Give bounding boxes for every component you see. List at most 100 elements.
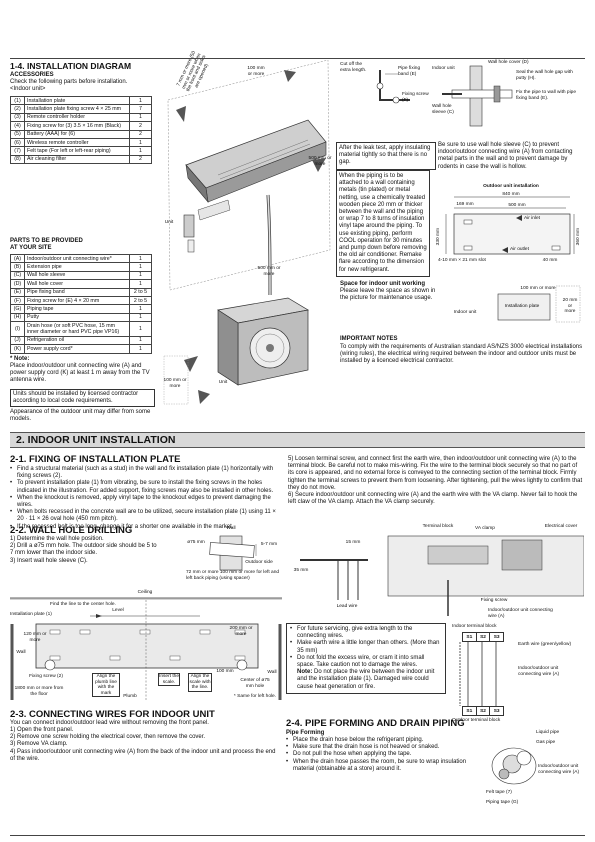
terminal-s3: S3 [493,635,500,640]
site-parts-heading-1: PARTS TO BE PROVIDED [10,238,83,244]
table-row: (4)Fixing screw for (3) 3.5 × 16 mm (Bla… [10,121,152,131]
table-cell-q: 2 to 5 [129,287,152,297]
right-steps: 5) Loosen terminal screw, and connect fi… [288,456,584,506]
diagram-unit: Unit [164,220,174,225]
indoor-unit-label: Indoor unit [432,66,455,71]
terminal-s1: S1 [463,633,477,641]
list-item: To prevent installation plate (1) from v… [10,480,282,494]
align-scale-label: Align the scale with the line. [188,673,212,692]
space-indoor-unit: Indoor unit [453,310,477,315]
list-item: For future servicing, give extra length … [290,626,442,640]
space-20mm: 20 mm or more [562,298,578,315]
list-item: 4) Pass indoor/outdoor unit connecting w… [10,748,276,762]
wall-sleeve-label: Wall hole sleeve (C) [432,104,454,115]
diagram-500mm: 500 mm or more [308,156,332,167]
cutoff-label: Cut off the extra length. [340,62,367,73]
list-item: 6) Secure indoor/outdoor unit connecting… [288,492,578,506]
bottom-rule [10,835,585,836]
diagram-unit-2: Unit [218,380,228,385]
table-cell-n: (1) [10,95,25,106]
table-cell-n: (H) [10,312,25,323]
diagram-500mm-b: 500 mm or more [257,266,281,277]
table-cell-q: 2 to 5 [129,295,152,306]
section-title-1-4: 1-4. INSTALLATION DIAGRAM [10,61,132,71]
d75-label: ø75 mm [187,540,205,545]
wall-right-label: Wall [267,670,277,675]
table-cell-label: Piping tape [24,304,130,314]
table-cell-q: 1 [129,335,152,346]
licensed-box: Units should be installed by licensed co… [10,389,155,408]
wall-hole-drawing: Wall ø75 mm 5-7 mm Outdoor side [180,526,280,572]
accessories-note: Check the following parts before install… [10,79,128,85]
table-cell-n: (4) [10,121,25,131]
table-cell-q: 1 [129,312,152,323]
important-notes-text: To comply with the requirements of Austr… [340,344,583,365]
table-cell-n: (2) [10,104,25,114]
wall-label: Wall [226,526,236,531]
table-cell-label: Pipe fixing band [24,287,130,297]
table-row: (5)Battery (AAA) for (6)2 [10,129,152,139]
table-cell-n: (I) [10,321,25,337]
pipe-band-label: Pipe fixing band (E) [398,66,421,77]
table-cell-q: 1 [129,253,152,264]
table-cell-n: (G) [10,304,25,314]
table-cell-label: Wireless remote controller [24,137,130,148]
table-cell-label: Battery (AAA) for (6) [24,129,130,139]
mm57-label: 5-7 mm [260,542,278,547]
s21-list: Find a structural material (such as a st… [10,466,282,531]
table-cell-label: Extension pipe [24,262,130,272]
table-cell-q: 1 [129,112,152,123]
dim-360: 360 mm [576,228,581,246]
appearance-note: Appearance of the outdoor unit may diffe… [10,409,151,423]
diagram-100mm-b: 100 mm or more [163,378,187,389]
table-cell-label: Fixing screw for (3) 3.5 × 16 mm (Black) [24,121,130,131]
table-cell-q: 2 [129,154,152,165]
table-cell-q: 2 [129,121,152,131]
wall-cover-label: Wall hole cover (D) [488,60,529,65]
wall-sleeve-detail: Indoor unit Wall hole sleeve (C) Wall ho… [432,60,582,140]
table-row: (K)Power supply cord*1 [10,344,152,354]
table-cell-label: Installation plate [24,95,130,106]
table-cell-n: (8) [10,154,25,165]
table-cell-q: 1 [129,262,152,272]
lead-wire-label: Lead wire [336,604,358,609]
table-cell-q: 1 [129,137,152,148]
gas-pipe-label: Gas pipe [536,740,556,745]
c1800-label: 1800 mm or more from the floor [14,686,64,697]
align-plumb-label: Align the plumb line with the mark [92,673,120,698]
elec-cover-label: Electrical cover [544,524,578,529]
felt-tape-label: Felt tape (7) [486,790,512,795]
insert-scale-label: Insert the scale. [158,673,180,687]
outdoor-tb-label: Outdoor terminal block [452,718,501,723]
table-cell-n: (7) [10,146,25,156]
table-cell-q: 1 [129,95,152,106]
space-drawing: 100 mm or more Indoor unit Installation … [448,282,584,324]
s24-list: Place the drain hose below the refrigera… [286,737,480,773]
s23-title: 2-3. CONNECTING WIRES FOR INDOOR UNIT [10,709,215,720]
list-item: Place the drain hose below the refrigera… [286,737,480,744]
table-cell-n: (E) [10,287,25,297]
list-item: Do not pull the hose when applying the t… [286,751,480,758]
pipe-conn-label: Indoor/outdoor unit connecting wire (A) [538,764,580,775]
list-item: When the knockout is removed, apply viny… [10,495,282,509]
s22-list: 1) Determine the wall hole position.2) D… [10,536,160,565]
outdoor-terminal-strip: S1 S2 S3 [462,706,504,716]
same-left-label: * Same for left hole. [233,694,277,699]
list-item: Make sure that the drain hose is not hea… [286,744,480,751]
table-cell-n: (J) [10,335,25,346]
after-leak-box: After the leak test, apply insulating ma… [336,142,436,170]
sleeve-note: Be sure to use wall hole sleeve (C) to p… [438,142,573,170]
table-cell-q: 2 [129,129,152,139]
find-stud-label: Find the line to the center hole. [50,602,116,607]
list-item: 3) Remove VA clamp. [10,741,68,748]
air-inlet: Air inlet [524,216,540,221]
terminal-s2-out: S2 [477,707,491,715]
table-cell-label: Installation plate fixing screw 4 × 25 m… [24,104,130,114]
table-cell-label: Refrigeration oil [24,335,130,346]
s23-list: 1) Open the front panel.2) Remove one sc… [10,727,282,763]
c72-label: 72 mm or more 100 mm or more for left an… [186,570,280,581]
